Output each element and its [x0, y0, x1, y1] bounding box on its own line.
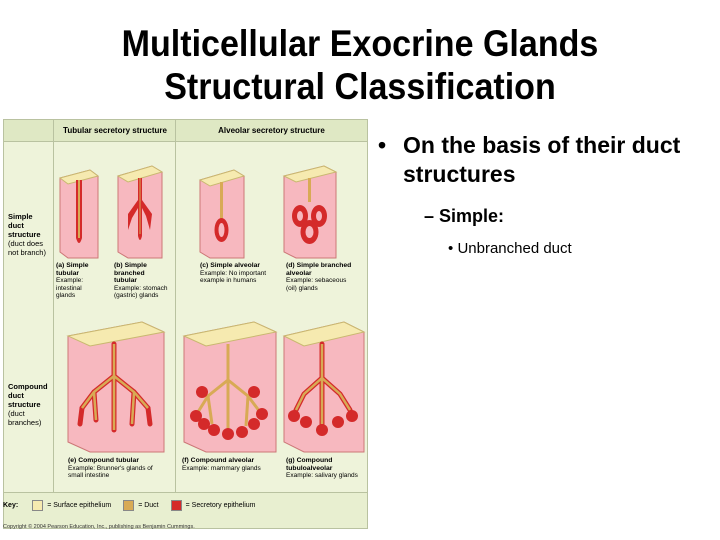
corner-cell — [4, 120, 54, 142]
simple-alveolar-gland-illustration — [198, 169, 246, 259]
figure-key: Key: = Surface epithelium = Duct = Secre… — [3, 500, 255, 511]
key-label: Key: — [3, 502, 19, 509]
compound-alveolar-gland-illustration — [182, 321, 278, 453]
simple-branched-tubular-gland-illustration — [116, 165, 164, 259]
caption-compound-alveolar: (f) Compound alveolar Example: mammary g… — [182, 457, 261, 472]
bullet-marker: • — [448, 240, 454, 257]
surface-swatch — [32, 500, 44, 511]
copyright: Copyright © 2004 Pearson Education, Inc.… — [3, 524, 195, 530]
caption-compound-tubular: (e) Compound tubular Example: Brunner's … — [68, 457, 153, 479]
title-line-1: Multicellular Exocrine Glands — [121, 23, 599, 64]
secretory-swatch — [170, 500, 182, 511]
bullet-level-2-text: Simple: — [439, 206, 505, 226]
key-duct: = Duct — [138, 502, 159, 509]
key-surface: = Surface epithelium — [47, 502, 112, 509]
header-tubular: Tubular secretory structure — [54, 120, 176, 142]
caption-simple-alveolar: (c) Simple alveolar Example: No importan… — [200, 262, 267, 284]
slide-title: Multicellular Exocrine Glands Structural… — [0, 22, 720, 108]
gland-classification-figure: Tubular secretory structure Alveolar sec… — [3, 119, 368, 529]
bullet-marker: – — [424, 206, 435, 226]
bullet-level-3-text: Unbranched duct — [457, 240, 572, 257]
simple-tubular-gland-illustration — [58, 169, 100, 259]
bullet-level-2: – Simple: — [424, 205, 504, 227]
compound-tubuloalveolar-gland-illustration — [282, 321, 366, 453]
duct-swatch — [123, 500, 135, 511]
key-secretory: = Secretory epithelium — [185, 502, 256, 509]
bullet-level-3: • Unbranched duct — [448, 240, 572, 258]
compound-tubular-gland-illustration — [66, 321, 166, 453]
bullet-marker: • — [378, 132, 387, 158]
header-alveolar: Alveolar secretory structure — [176, 120, 367, 142]
simple-branched-alveolar-gland-illustration — [282, 165, 338, 259]
bullet-level-1: • On the basis of their duct structures — [378, 131, 698, 189]
divider — [53, 120, 54, 492]
divider — [175, 120, 176, 492]
title-line-2: Structural Classification — [164, 66, 556, 107]
bullet-level-1-text: On the basis of their duct structures — [403, 132, 681, 187]
